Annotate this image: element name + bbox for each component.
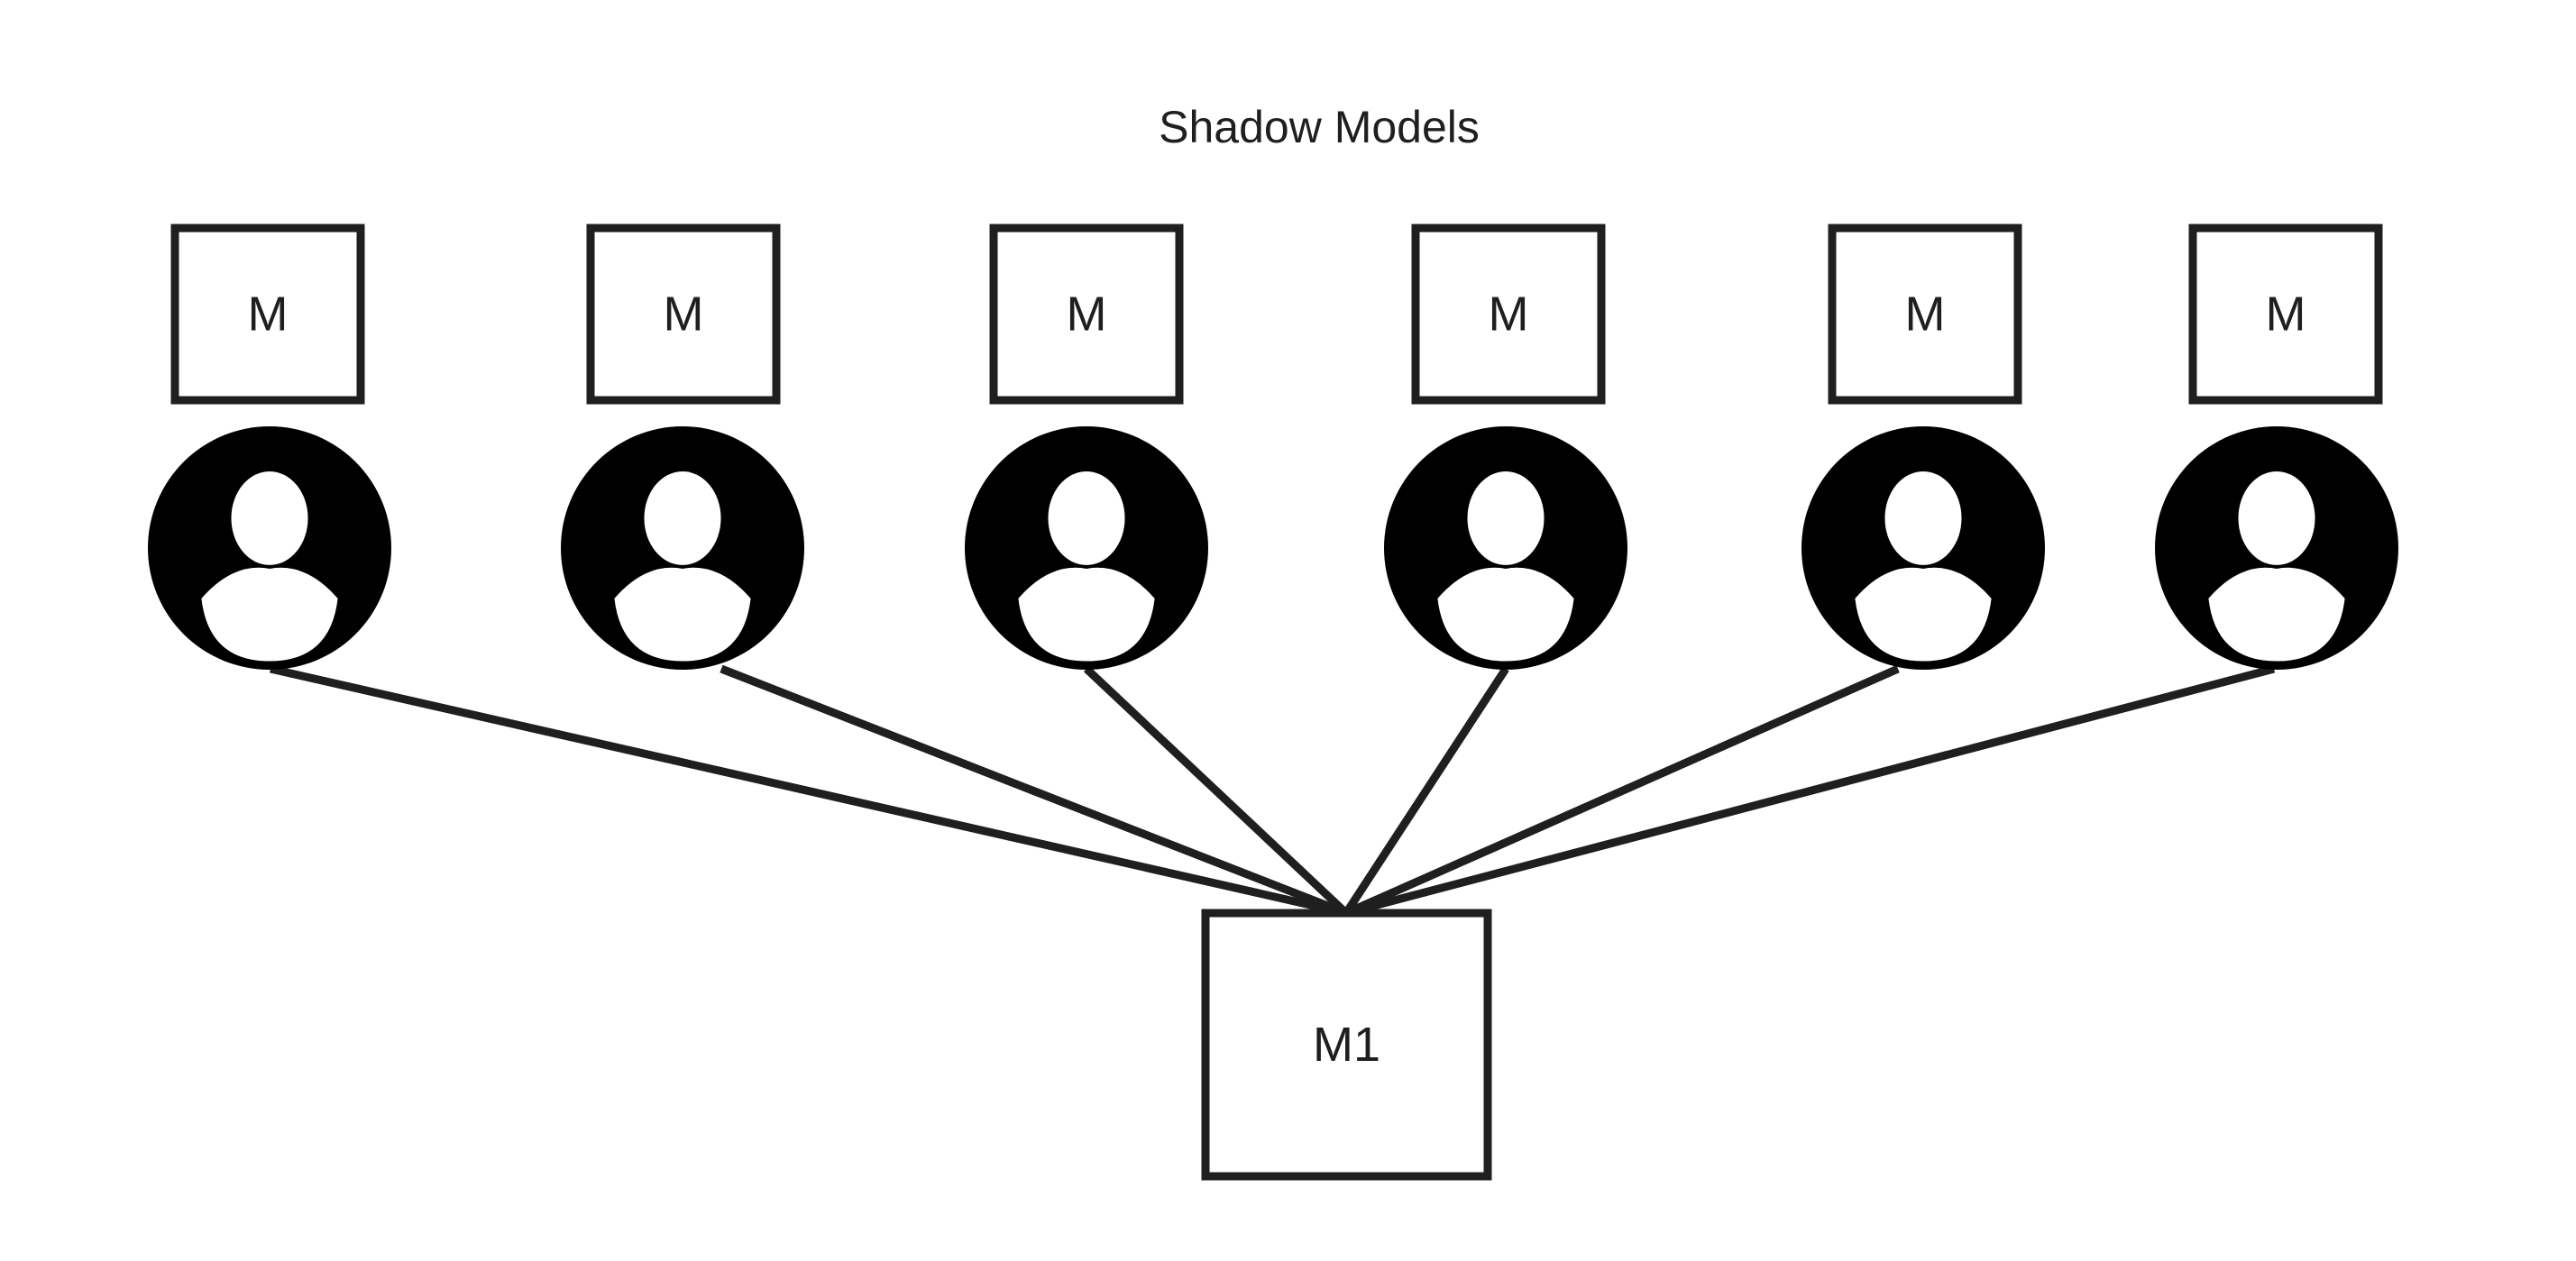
avatar-head-icon	[1884, 471, 1962, 565]
avatar-body-icon	[1018, 567, 1155, 662]
edge-shadow-2-to-target	[720, 664, 1348, 918]
node-shadow-3[interactable]: M	[989, 224, 1184, 405]
avatar-head-icon	[1048, 471, 1125, 565]
shadow-model-label: M	[1489, 288, 1529, 342]
shadow-model-label: M	[248, 288, 289, 342]
avatar-shadow-1[interactable]	[148, 426, 391, 670]
avatar-shadow-6[interactable]	[2155, 426, 2398, 670]
shadow-model-label: M	[1905, 288, 1946, 342]
page-title: Shadow Models	[1159, 102, 1480, 152]
avatar-group	[148, 426, 2398, 670]
edge-shadow-6-to-target	[1344, 664, 2276, 918]
node-shadow-2[interactable]: M	[586, 224, 781, 405]
node-shadow-6[interactable]: M	[2188, 224, 2383, 405]
target-model-label: M1	[1313, 1018, 1380, 1072]
node-shadow-5[interactable]: M	[1828, 224, 2022, 405]
node-shadow-4[interactable]: M	[1411, 224, 1606, 405]
shadow-model-box[interactable]	[1828, 224, 2022, 405]
shadow-model-label: M	[2266, 288, 2306, 342]
node-shadow-1[interactable]: M	[170, 224, 365, 405]
avatar-body-icon	[614, 567, 751, 662]
avatar-head-icon	[644, 471, 721, 565]
avatar-body-icon	[1437, 567, 1574, 662]
avatar-head-icon	[2238, 471, 2315, 565]
shadow-model-box[interactable]	[1411, 224, 1606, 405]
edge-shadow-1-to-target	[270, 664, 1347, 918]
target-model-node[interactable]: M1	[1201, 909, 1492, 1181]
shadow-model-box[interactable]	[170, 224, 365, 405]
avatar-shadow-2[interactable]	[561, 426, 804, 670]
avatar-body-icon	[1855, 567, 1992, 662]
avatar-shadow-4[interactable]	[1384, 426, 1627, 670]
target-model-box[interactable]	[1201, 909, 1492, 1181]
shadow-model-box[interactable]	[2188, 224, 2383, 405]
edge-shadow-3-to-target	[1083, 665, 1350, 917]
avatar-shadow-5[interactable]	[1801, 426, 2045, 670]
edge-shadow-5-to-target	[1344, 664, 1900, 918]
avatar-head-icon	[1467, 471, 1545, 565]
avatar-shadow-3[interactable]	[965, 426, 1208, 670]
shadow-model-box[interactable]	[989, 224, 1184, 405]
avatar-head-icon	[231, 471, 308, 565]
shadow-model-label: M	[1067, 288, 1107, 342]
edge-group	[270, 664, 2276, 918]
shadow-model-label: M	[664, 288, 704, 342]
shadow-model-box[interactable]	[586, 224, 781, 405]
edge-shadow-4-to-target	[1343, 666, 1509, 916]
avatar-body-icon	[201, 567, 338, 662]
avatar-body-icon	[2208, 567, 2345, 662]
